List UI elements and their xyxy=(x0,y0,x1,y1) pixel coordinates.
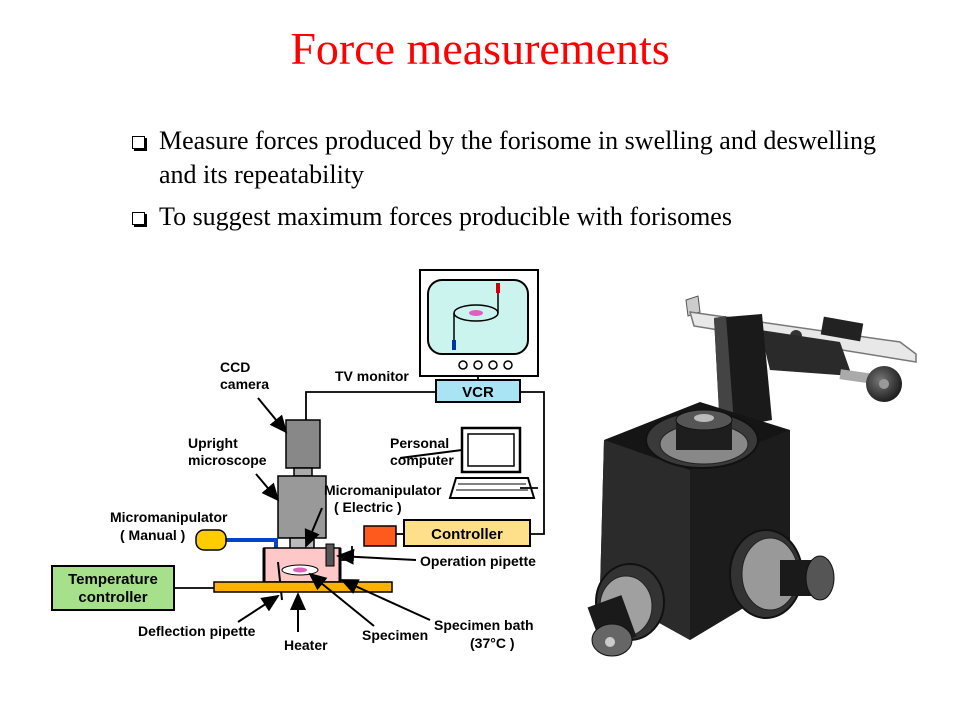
personal-computer-label-1: Personal xyxy=(390,435,449,451)
personal-computer-label-2: computer xyxy=(390,452,454,468)
deflection-pipette-label: Deflection pipette xyxy=(138,623,256,639)
heater-label: Heater xyxy=(284,637,328,653)
temperature-controller-label-2: controller xyxy=(78,589,147,606)
checkbox-bullet-icon xyxy=(132,136,145,149)
upright-microscope-label-2: microscope xyxy=(188,452,267,468)
ccd-camera-label-2: camera xyxy=(220,376,269,392)
operation-pipette-label: Operation pipette xyxy=(420,553,536,569)
bullet-text: Measure forces produced by the forisome … xyxy=(159,126,876,189)
bullet-list: Measure forces produced by the forisome … xyxy=(132,124,892,242)
vcr-box: VCR xyxy=(435,379,521,403)
specimen-bath-label-2: (37°C ) xyxy=(470,635,515,651)
micromanipulator-photo xyxy=(587,295,917,657)
specimen-bath-label-1: Specimen bath xyxy=(434,617,534,633)
ccd-camera-label-1: CCD xyxy=(220,359,250,375)
callout-arrows xyxy=(237,397,463,632)
bullet-text: To suggest maximum forces producible wit… xyxy=(159,202,732,231)
temperature-controller-box: Temperature controller xyxy=(51,565,214,611)
slide-title: Force measurements xyxy=(290,23,670,74)
specimen-label: Specimen xyxy=(362,627,428,643)
tv-monitor xyxy=(419,269,539,377)
micromanipulator-electric-label-2: ( Electric ) xyxy=(334,499,402,515)
electric-micromanipulator-block xyxy=(363,525,397,547)
controller-label: Controller xyxy=(431,526,503,543)
vcr-label: VCR xyxy=(462,384,494,401)
personal-computer xyxy=(448,426,536,499)
micromanipulator-manual-label-2: ( Manual ) xyxy=(120,527,185,543)
temperature-controller-label-1: Temperature xyxy=(68,571,158,588)
micromanipulator-electric-label-1: Micromanipulator xyxy=(324,482,442,498)
controller-box: Controller xyxy=(403,519,531,547)
upright-microscope-label-1: Upright xyxy=(188,435,238,451)
micromanipulator-manual-label-1: Micromanipulator xyxy=(110,509,228,525)
tv-monitor-label: TV monitor xyxy=(335,368,409,384)
upright-microscope xyxy=(277,419,327,563)
checkbox-bullet-icon xyxy=(132,212,145,225)
bullet-item: Measure forces produced by the forisome … xyxy=(132,124,892,192)
bullet-item: To suggest maximum forces producible wit… xyxy=(132,200,892,234)
